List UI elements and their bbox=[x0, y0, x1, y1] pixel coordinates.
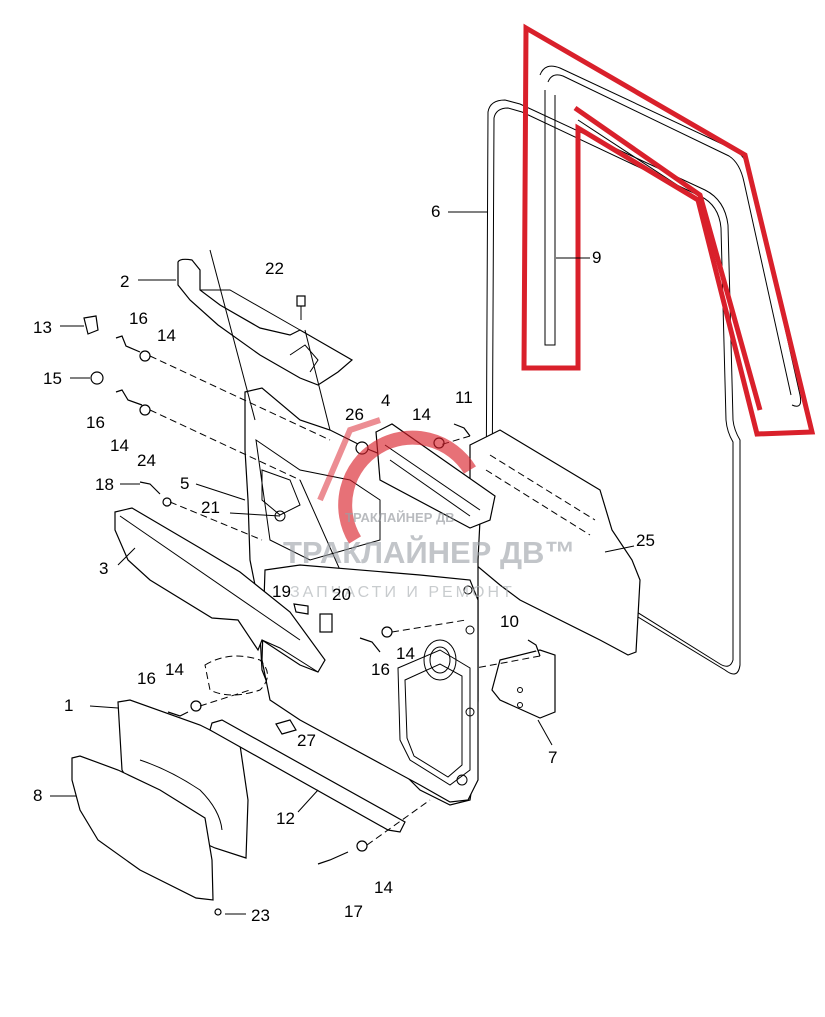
label-19: 19 bbox=[272, 582, 291, 601]
label-11: 11 bbox=[455, 388, 473, 407]
watermark-tagline: ЗАПЧАСТИ И РЕМОНТ bbox=[290, 584, 515, 601]
label-16d: 16 bbox=[137, 669, 156, 688]
label-13: 13 bbox=[33, 318, 52, 337]
label-22: 22 bbox=[265, 259, 284, 278]
part-14-washer-e bbox=[356, 840, 368, 852]
part-19-clip bbox=[293, 603, 309, 615]
label-16a: 16 bbox=[129, 309, 148, 328]
part-17-screw bbox=[317, 851, 349, 865]
label-2: 2 bbox=[120, 272, 129, 291]
label-14c: 14 bbox=[412, 405, 431, 424]
fasteners bbox=[83, 315, 541, 916]
label-5: 5 bbox=[180, 474, 189, 493]
label-14e: 14 bbox=[165, 660, 184, 679]
part-14-washer-d bbox=[190, 700, 202, 712]
part-14-washer-a bbox=[139, 350, 151, 362]
part-12-strip bbox=[209, 719, 406, 833]
part-25-insulation bbox=[469, 429, 641, 656]
label-14b: 14 bbox=[110, 436, 129, 455]
label-15: 15 bbox=[43, 369, 62, 388]
part-7-bracket bbox=[491, 649, 556, 719]
label-27: 27 bbox=[297, 731, 316, 750]
part-18-screw bbox=[139, 481, 161, 495]
part-24-washer bbox=[162, 497, 172, 507]
label-12: 12 bbox=[276, 809, 295, 828]
part-3-armrest bbox=[114, 507, 326, 673]
part-16-screw-d bbox=[167, 711, 189, 717]
watermark-logo-text: ТРАКЛАЙНЕР ДВ bbox=[345, 510, 455, 525]
part-16-screw-a bbox=[115, 335, 141, 353]
part-15-nut bbox=[90, 371, 104, 385]
label-9: 9 bbox=[592, 248, 601, 267]
label-25: 25 bbox=[636, 531, 655, 550]
part-11-screw bbox=[453, 423, 471, 437]
label-21: 21 bbox=[201, 498, 220, 517]
label-16c: 16 bbox=[371, 660, 390, 679]
label-7: 7 bbox=[548, 748, 557, 767]
part-16-screw-b bbox=[115, 389, 143, 406]
part-23-clip bbox=[214, 908, 222, 916]
part-6-window-seal bbox=[485, 99, 741, 675]
label-17: 17 bbox=[344, 902, 363, 921]
part-13-cap bbox=[83, 315, 99, 335]
label-20: 20 bbox=[332, 585, 351, 604]
callout-labels: 1 2 3 4 5 6 7 8 9 10 11 12 13 14 14 14 1… bbox=[33, 202, 655, 925]
part-14-washer-b bbox=[139, 404, 151, 416]
label-4: 4 bbox=[381, 391, 390, 410]
door-inner-frame bbox=[261, 564, 479, 803]
part-14-washer-c bbox=[381, 626, 393, 638]
label-6: 6 bbox=[431, 202, 440, 221]
watermark-logo-arc bbox=[338, 430, 476, 544]
label-1: 1 bbox=[64, 696, 73, 715]
label-24: 24 bbox=[137, 451, 156, 470]
part-22-clip bbox=[296, 295, 306, 320]
part-10-screw bbox=[527, 639, 541, 657]
part-2-upper-trim bbox=[177, 258, 354, 386]
label-10: 10 bbox=[500, 612, 519, 631]
label-16b: 16 bbox=[86, 413, 105, 432]
label-18: 18 bbox=[95, 475, 114, 494]
part-8-lower-pocket bbox=[71, 755, 214, 901]
label-14f: 14 bbox=[374, 878, 393, 897]
leader-lines bbox=[50, 211, 635, 915]
label-3: 3 bbox=[99, 559, 108, 578]
part-27-plug bbox=[275, 719, 297, 735]
watermark: ТРАКЛАЙНЕР ДВ ТРАКЛАЙНЕР ДВ™ ЗАПЧАСТИ И … bbox=[283, 417, 575, 601]
label-23: 23 bbox=[251, 906, 270, 925]
watermark-brand: ТРАКЛАЙНЕР ДВ™ bbox=[283, 534, 575, 570]
label-14a: 14 bbox=[157, 326, 176, 345]
label-8: 8 bbox=[33, 786, 42, 805]
label-14d: 14 bbox=[396, 644, 415, 663]
part-20-tag bbox=[319, 613, 333, 633]
part-16-screw-c bbox=[359, 637, 381, 653]
label-26: 26 bbox=[345, 405, 364, 424]
part-9-highlight bbox=[521, 23, 816, 437]
